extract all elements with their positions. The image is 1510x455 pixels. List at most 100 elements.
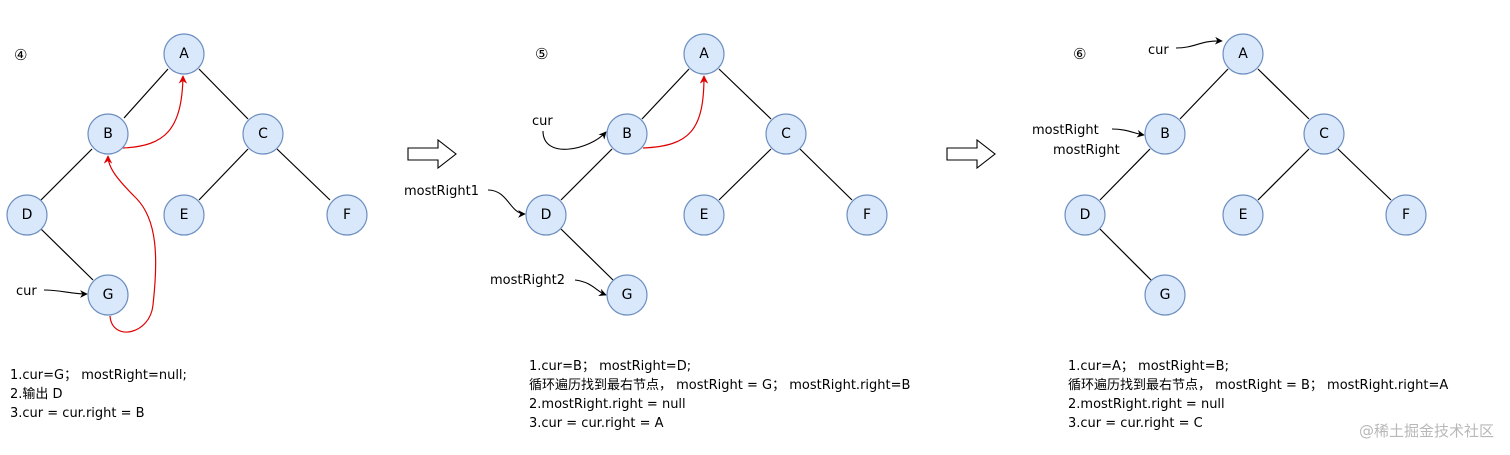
node-b-label: B [1160, 126, 1170, 142]
node-f: F [846, 194, 888, 236]
node-g: G [606, 274, 648, 316]
node-e: E [163, 194, 205, 236]
node-e: E [1222, 194, 1264, 236]
node-g: G [87, 274, 129, 316]
step-line: 循环遍历找到最右节点， mostRight = B； mostRight.rig… [1068, 378, 1449, 393]
node-d-label: D [541, 207, 552, 223]
node-a: A [1222, 33, 1264, 75]
step-line: 3.cur = cur.right = A [529, 416, 664, 431]
edge-a-c [718, 68, 772, 120]
edge-c-f [276, 148, 331, 201]
panel-5: ⑤ A B C D E F G cur mostRight1 mostRight… [404, 33, 888, 316]
edge-a-c [198, 68, 249, 120]
edge-c-e [198, 148, 249, 201]
node-c: C [765, 113, 807, 155]
watermark: @稀土掘金技术社区 [1358, 422, 1494, 440]
edge-c-e [718, 148, 772, 201]
transition-arrow-5-to-6 [946, 138, 996, 170]
edge-b-d [1099, 148, 1151, 201]
panel-5-mostright2-arrow [574, 279, 607, 296]
node-c-label: C [258, 126, 268, 142]
edge-b-d [40, 148, 93, 201]
panel-6-cur-label: cur [1148, 43, 1169, 58]
step-line: 2.mostRight.right = null [529, 397, 686, 412]
panel-6: ⑥ A B C D E F G cur mostRight mostRight [1032, 33, 1427, 316]
step-line: 循环遍历找到最右节点， mostRight = G； mostRight.rig… [529, 378, 911, 393]
panel-4-cur-arrow [43, 289, 88, 298]
panel-6-edges [1099, 68, 1392, 281]
panel-6-number: ⑥ [1073, 45, 1086, 63]
edge-b-d [560, 148, 613, 201]
edge-a-c [1257, 68, 1310, 120]
panel-6-steps: 1.cur=A； mostRight=B; 循环遍历找到最右节点， mostRi… [1068, 357, 1448, 433]
panel-4-steps: 1.cur=G； mostRight=null; 2.输出 D 3.cur = … [10, 366, 187, 423]
step-line: 2.mostRight.right = null [1068, 397, 1225, 412]
thread-g-to-b [103, 155, 157, 333]
node-f: F [326, 194, 368, 236]
node-a: A [163, 33, 205, 75]
panel-4-cur-label: cur [16, 284, 37, 299]
panel-4-edges [40, 68, 331, 281]
panel-5-mostright1-arrow [487, 189, 526, 218]
node-d: D [525, 194, 567, 236]
panel-6-cur-arrow [1175, 36, 1223, 49]
edge-d-g [560, 228, 614, 281]
panel-5-number: ⑤ [535, 45, 548, 63]
step-line: 2.输出 D [10, 387, 63, 402]
node-e: E [683, 194, 725, 236]
edge-d-g [40, 228, 94, 281]
node-c: C [1303, 113, 1345, 155]
node-g-label: G [622, 287, 633, 303]
node-f-label: F [863, 207, 871, 223]
node-d: D [1064, 194, 1106, 236]
panel-5-cur-arrow [542, 130, 607, 150]
edge-a-b [641, 68, 690, 120]
node-b: B [606, 113, 648, 155]
node-a-label: A [179, 46, 189, 62]
edge-d-g [1099, 228, 1152, 281]
node-g-label: G [1160, 287, 1171, 303]
panel-6-mostright-label-2: mostRight [1053, 143, 1120, 158]
panel-4-number: ④ [14, 46, 27, 64]
thread-b-to-a [642, 75, 709, 149]
node-c-label: C [1319, 126, 1329, 142]
node-f-label: F [1402, 207, 1410, 223]
node-e-label: E [180, 207, 189, 223]
node-b-label: B [103, 126, 113, 142]
node-c: C [242, 113, 284, 155]
node-e-label: E [1239, 207, 1248, 223]
panel-5-steps: 1.cur=B； mostRight=D; 循环遍历找到最右节点， mostRi… [529, 357, 910, 433]
panel-6-mostright-arrow [1111, 128, 1145, 138]
node-d: D [6, 194, 48, 236]
node-a-label: A [699, 46, 709, 62]
step-line: 3.cur = cur.right = C [1068, 416, 1203, 431]
node-f-label: F [343, 207, 351, 223]
edge-a-b [1179, 68, 1229, 120]
panel-5-mostright1-label: mostRight1 [404, 184, 479, 199]
panel-4: ④ A B C D E F G cur [6, 33, 368, 333]
node-b-label: B [622, 126, 632, 142]
panel-5-cur-label: cur [532, 114, 553, 129]
node-f: F [1385, 194, 1427, 236]
node-a: A [683, 33, 725, 75]
node-b: B [1144, 113, 1186, 155]
step-line: 3.cur = cur.right = B [10, 406, 145, 421]
transition-arrow-4-to-5 [407, 138, 457, 170]
panel-5-nodes: A B C D E F G [525, 33, 888, 316]
step-line: 1.cur=A； mostRight=B; [1068, 359, 1229, 374]
edge-c-f [1337, 148, 1392, 201]
node-e-label: E [700, 207, 709, 223]
step-line: 1.cur=G； mostRight=null; [10, 368, 187, 383]
node-b: B [87, 113, 129, 155]
node-g: G [1144, 274, 1186, 316]
node-d-label: D [22, 207, 33, 223]
panel-5-edges [560, 68, 853, 281]
node-d-label: D [1080, 207, 1091, 223]
panel-4-nodes: A B C D E F G [6, 33, 368, 316]
edge-a-b [123, 68, 169, 119]
edge-c-f [799, 148, 853, 201]
node-g-label: G [103, 287, 114, 303]
step-line: 1.cur=B； mostRight=D; [529, 359, 692, 374]
panel-5-mostright2-label: mostRight2 [490, 273, 565, 288]
